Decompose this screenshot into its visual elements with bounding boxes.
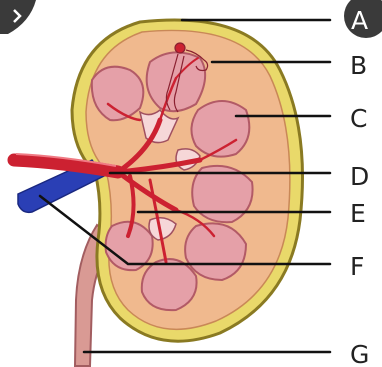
label-d: D [350, 162, 369, 191]
label-c: C [350, 104, 367, 133]
label-b: B [350, 51, 367, 80]
pyramid-6 [142, 259, 197, 310]
pyramid-4 [192, 166, 252, 222]
label-g: G [350, 340, 369, 367]
corner-badge-left[interactable] [0, 0, 36, 34]
label-f: F [350, 252, 364, 281]
label-e: E [350, 199, 366, 228]
label-a: A [351, 6, 368, 35]
